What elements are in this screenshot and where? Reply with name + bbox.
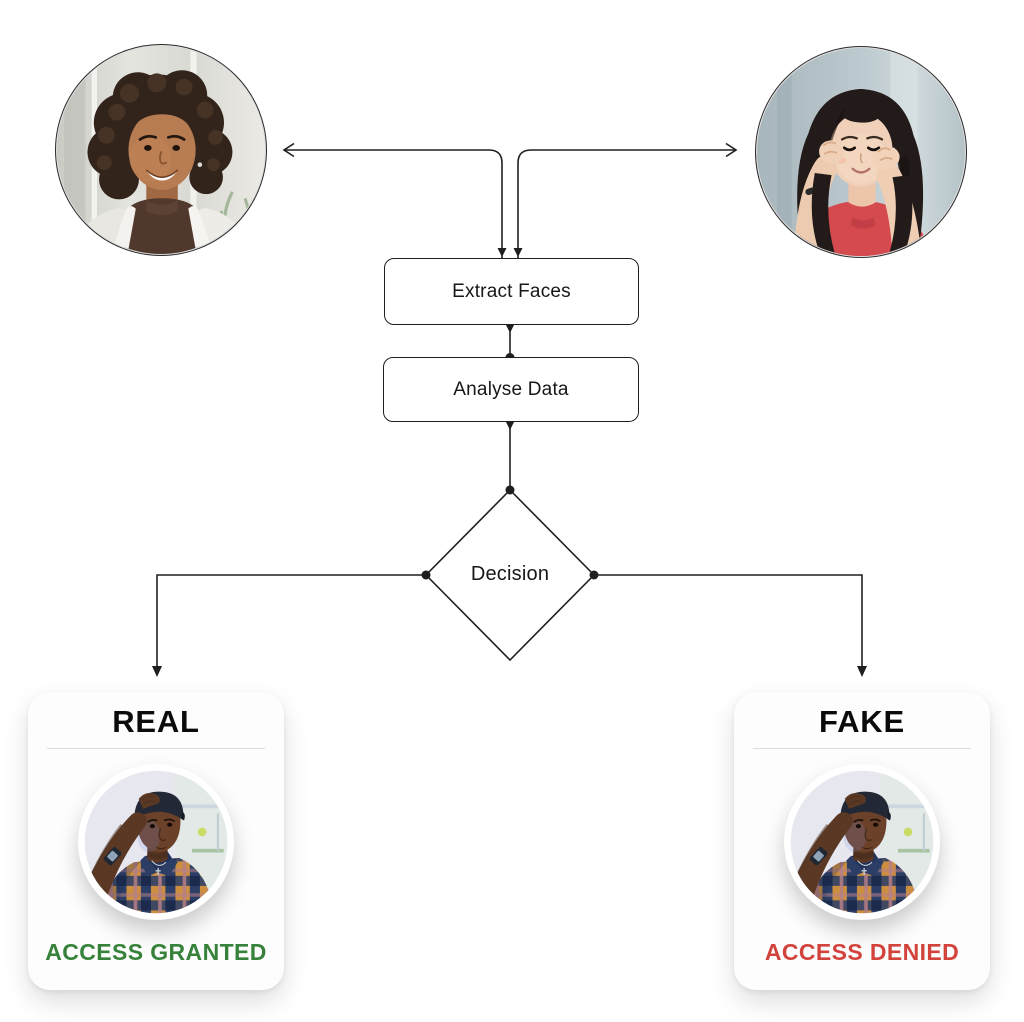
- connector-to-right-photo: [517, 149, 736, 258]
- junction-dot: [589, 570, 599, 580]
- down-arrowhead-icon: [152, 666, 162, 677]
- real-card-photo: [84, 770, 228, 914]
- curly-hair-woman-photo: [57, 46, 265, 254]
- access-granted-status: ACCESS GRANTED: [45, 939, 267, 965]
- down-arrowhead-icon: [857, 666, 867, 677]
- junction-dot: [505, 485, 515, 495]
- fake-card-photo-ring: [784, 764, 940, 921]
- plaid-shirt-man-photo: [790, 770, 934, 914]
- input-photo-right: [755, 46, 967, 258]
- down-arrowhead-icon: [505, 421, 515, 430]
- down-arrowhead-icon: [497, 248, 507, 257]
- left-arrowhead-icon: [282, 142, 295, 158]
- node-decision-label: Decision: [470, 563, 550, 585]
- right-arrowhead-icon: [725, 142, 738, 158]
- decision-diamond: [424, 488, 596, 662]
- node-extract-faces-label: Extract Faces: [452, 280, 571, 302]
- real-card-photo-ring: [78, 764, 234, 921]
- card-divider: [753, 748, 971, 750]
- junction-dot: [421, 570, 431, 580]
- input-photo-left: [55, 44, 267, 256]
- access-denied-status: ACCESS DENIED: [764, 939, 960, 965]
- connector-decision-to-fake: [594, 574, 863, 674]
- down-arrowhead-icon: [513, 248, 523, 257]
- node-analyse-data: Analyse Data: [383, 357, 639, 422]
- card-divider: [47, 748, 265, 750]
- down-arrowhead-icon: [505, 324, 515, 333]
- long-hair-woman-photo: [757, 48, 965, 256]
- fake-card-photo: [790, 770, 934, 914]
- fake-card-title: FAKE: [819, 704, 905, 739]
- node-analyse-data-label: Analyse Data: [453, 378, 569, 400]
- plaid-shirt-man-photo: [84, 770, 228, 914]
- node-extract-faces: Extract Faces: [384, 258, 639, 325]
- connector-to-left-photo: [284, 149, 503, 258]
- connector-decision-to-real: [156, 574, 426, 674]
- real-card-title: REAL: [112, 704, 200, 739]
- result-card-fake: FAKE ACCESS DENIED: [734, 692, 990, 990]
- result-card-real: REAL ACCESS GRANTED: [28, 692, 284, 990]
